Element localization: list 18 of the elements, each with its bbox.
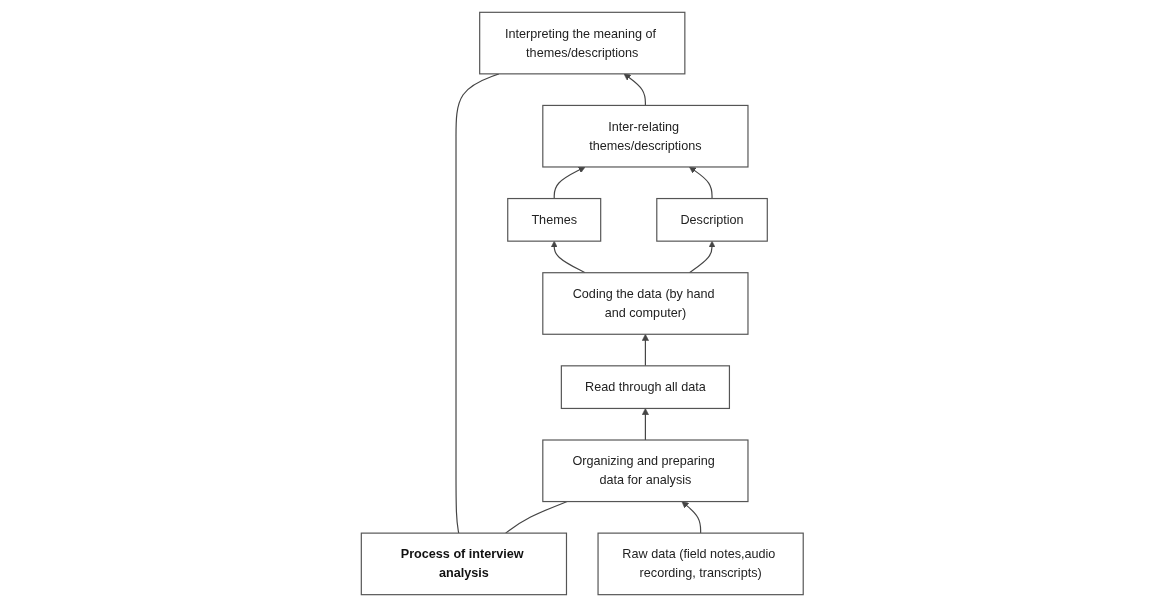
node-box: Themes	[506, 197, 601, 242]
node-box: Interpreting the meaning of themes/descriptions	[478, 11, 686, 75]
node-box: Organizing and preparing data for analysis	[541, 439, 749, 503]
node-box: Process of interview analysis	[360, 532, 567, 596]
node-box: Read through all data	[560, 365, 730, 410]
arrow	[550, 240, 586, 274]
connector	[504, 500, 568, 534]
arrow	[641, 333, 649, 367]
node-box: Raw data (field notes,audio recording, transcripts)	[597, 532, 804, 596]
node-box: Description	[655, 197, 768, 242]
arrow	[688, 240, 716, 274]
arrow	[681, 501, 701, 534]
arrow	[641, 408, 649, 441]
arrow	[623, 73, 646, 107]
arrow	[688, 166, 713, 200]
node-box: Coding the data (by hand and computer)	[541, 272, 749, 335]
node-box: Inter-relating themes/descriptions	[541, 104, 749, 168]
arrow	[553, 166, 586, 200]
